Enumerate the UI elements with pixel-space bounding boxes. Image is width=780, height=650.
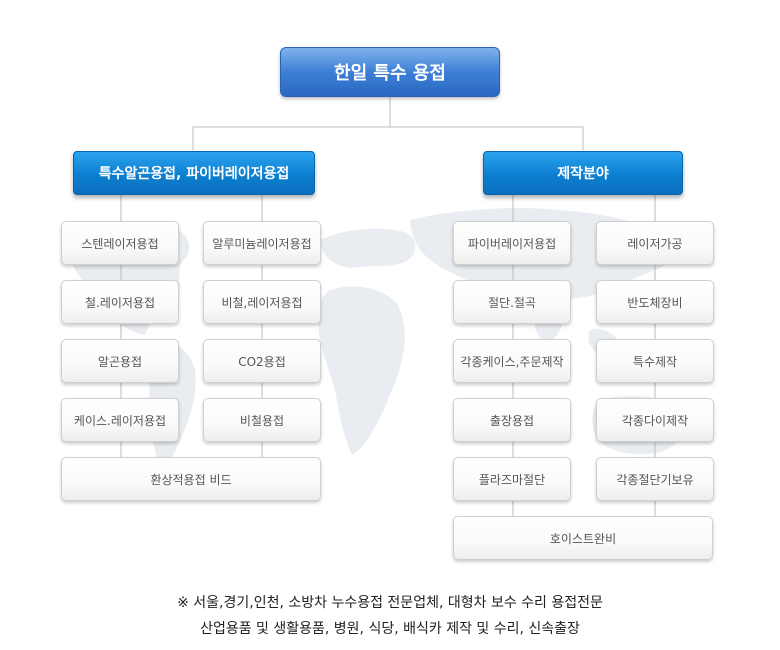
item-aluminum-laser-welding: 알루미늄레이저용접	[203, 221, 321, 265]
item-nonferrous-welding: 비철용접	[203, 398, 321, 442]
item-semiconductor-equipment: 반도체장비	[596, 280, 714, 324]
item-fiber-laser-welding: 파이버레이저용접	[453, 221, 571, 265]
item-cutting-machines: 각종절단기보유	[596, 457, 714, 501]
category-manufacturing: 제작분야	[483, 151, 683, 195]
root-node: 한일 특수 용접	[280, 47, 500, 97]
item-weld-bead: 환상적용접 비드	[61, 457, 321, 501]
footer-line-2: 산업용품 및 생활용품, 병원, 식당, 배식카 제작 및 수리, 신속출장	[200, 621, 580, 637]
item-steel-laser-welding: 철.레이저용접	[61, 280, 179, 324]
category-special-welding: 특수알곤용접, 파이버레이저용접	[73, 151, 315, 195]
item-case-laser-welding: 케이스.레이저용접	[61, 398, 179, 442]
item-plasma-cutting: 플라즈마절단	[453, 457, 571, 501]
item-special-fabrication: 특수제작	[596, 339, 714, 383]
item-custom-cases: 각종케이스,주문제작	[453, 339, 571, 383]
item-co2-welding: CO2용접	[203, 339, 321, 383]
item-onsite-welding: 출장용접	[453, 398, 571, 442]
item-stainless-laser-welding: 스텐레이저용접	[61, 221, 179, 265]
item-cutting-bending: 절단.절곡	[453, 280, 571, 324]
item-die-fabrication: 각종다이제작	[596, 398, 714, 442]
item-nonferrous-laser-welding: 비철,레이저용접	[203, 280, 321, 324]
item-hoist: 호이스트완비	[453, 516, 713, 560]
footer-line-1: ※ 서울,경기,인천, 소방차 누수용접 전문업체, 대형차 보수 수리 용접전…	[177, 595, 603, 611]
item-argon-welding: 알곤용접	[61, 339, 179, 383]
item-laser-processing: 레이저가공	[596, 221, 714, 265]
